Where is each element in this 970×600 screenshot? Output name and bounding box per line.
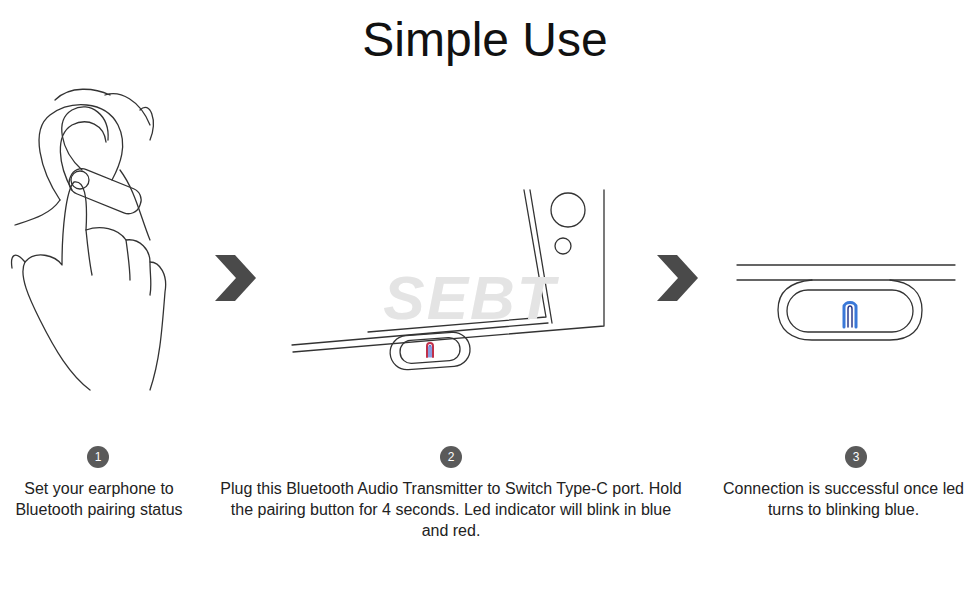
chevron-arrow <box>215 255 256 301</box>
led-indicator <box>848 306 852 327</box>
dongle-inner <box>399 337 460 364</box>
callout-number: 1 <box>95 451 102 463</box>
chevron-arrow <box>657 255 698 301</box>
led-indicator <box>429 346 431 358</box>
step-number: 3 <box>845 446 867 468</box>
step-caption: Connection is successful once led turns … <box>721 478 966 520</box>
watermark: SEBT <box>383 262 556 333</box>
hair <box>55 89 153 140</box>
step-caption: Plug this Bluetooth Audio Transmitter to… <box>216 478 686 541</box>
neck <box>15 170 150 240</box>
console-body <box>293 190 604 352</box>
earphone-body <box>65 165 144 217</box>
step-caption: Set your earphone to Bluetooth pairing s… <box>4 478 194 520</box>
dongle-inner <box>787 290 913 332</box>
callout-number: 2 <box>448 451 455 463</box>
ear-inner <box>60 122 106 190</box>
step-number: 2 <box>440 446 462 468</box>
earphone-hook <box>62 107 108 170</box>
dongle <box>389 331 471 370</box>
ear-outline <box>39 105 123 200</box>
step-number: 1 <box>87 446 109 468</box>
thumb <box>12 255 25 268</box>
dongle-closeup <box>778 280 922 340</box>
callout-number: 3 <box>853 451 860 463</box>
joystick <box>551 193 585 227</box>
console-edge <box>737 265 955 280</box>
led-indicator <box>427 343 433 357</box>
hand <box>23 182 166 390</box>
button <box>555 238 571 254</box>
finger-lines <box>86 230 151 295</box>
earphone-button <box>71 171 89 189</box>
led-indicator <box>844 303 856 328</box>
title: Simple Use <box>362 12 607 67</box>
